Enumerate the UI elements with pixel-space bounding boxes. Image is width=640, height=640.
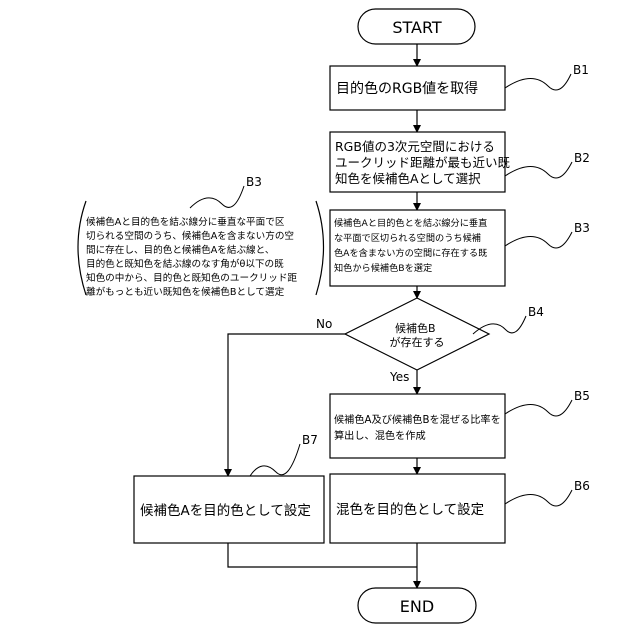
step-b3-line: 色Aを含まない方の空間に存在する既 [334, 247, 487, 259]
ref-b2: B2 [574, 151, 590, 165]
arrow-b4-b7-no [228, 334, 345, 476]
b3-note-line: 目的色と既知色を結ぶ線のなす角がθ以下の既 [86, 258, 284, 270]
end-label: END [400, 597, 434, 616]
ref-b3: B3 [574, 221, 590, 235]
leader-b2 [505, 162, 572, 178]
step-b5: 候補色A及び候補色Bを混ぜる比率を 算出し、混色を作成 [330, 394, 505, 458]
ref-b4: B4 [528, 305, 544, 319]
ref-b5: B5 [574, 389, 590, 403]
step-b2-line: ユークリッド距離が最も近い既 [335, 155, 510, 170]
step-b5-line: 算出し、混色を作成 [334, 429, 426, 442]
step-b3-line: 候補色Aと目的色とを結ぶ線分に垂直 [334, 217, 487, 229]
leader-b6 [505, 490, 572, 506]
ref-b6: B6 [574, 479, 590, 493]
arrow-b7-merge [228, 543, 417, 567]
ref-b3-note: B3 [246, 175, 262, 189]
step-b5-line: 候補色A及び候補色Bを混ぜる比率を [334, 413, 501, 426]
step-b1-text: 目的色のRGB値を取得 [336, 80, 478, 97]
step-b2-line: 知色を候補色Aとして選択 [335, 171, 481, 186]
step-b5-box [330, 394, 505, 458]
b3-note-line: 候補色Aと目的色を結ぶ線分に垂直な平面で区 [86, 216, 285, 228]
leader-b7 [250, 444, 300, 476]
b3-note-text: 候補色Aと目的色を結ぶ線分に垂直な平面で区 切られる空間のうち、候補色Aを含まな… [86, 216, 300, 298]
decision-b4-line: 候補色B [395, 321, 436, 335]
b3-note-line: 離がもっとも近い既知色を候補色Bとして選定 [86, 286, 285, 298]
leader-b1 [505, 74, 571, 90]
decision-b4-line: が存在する [390, 335, 445, 349]
b3-note-line: 切られる空間のうち、候補色Aを含まない方の空 [86, 230, 294, 242]
step-b2-line: RGB値の3次元空間における [335, 139, 495, 154]
step-b3-line: な平面で区切られる空間のうち候補 [334, 232, 481, 244]
end-terminal: END [358, 588, 476, 623]
leader-b3 [505, 232, 572, 248]
step-b7: 候補色Aを目的色として設定 [134, 476, 324, 543]
step-b6-text: 混色を目的色として設定 [336, 501, 484, 518]
step-b3: 候補色Aと目的色とを結ぶ線分に垂直 な平面で区切られる空間のうち候補 色Aを含ま… [330, 210, 505, 286]
leader-b5 [505, 400, 572, 416]
step-b7-text: 候補色Aを目的色として設定 [140, 502, 311, 519]
start-label: START [392, 18, 442, 37]
step-b2: RGB値の3次元空間における ユークリッド距離が最も近い既 知色を候補色Aとして… [330, 132, 514, 192]
b3-note: 候補色Aと目的色を結ぶ線分に垂直な平面で区 切られる空間のうち、候補色Aを含まな… [78, 201, 324, 298]
step-b3-line: 知色から候補色Bを選定 [334, 262, 432, 274]
b3-note-line: 間に存在し、目的色と候補色Aを結ぶ線と、 [86, 244, 274, 256]
ref-b1: B1 [573, 63, 589, 77]
b3-note-line: 知色の中から、目的色と既知色のユークリッド距 [86, 272, 297, 284]
note-left-bracket [78, 201, 86, 295]
yes-label: Yes [389, 370, 409, 384]
no-label: No [316, 317, 332, 331]
ref-b7: B7 [302, 433, 318, 447]
note-right-bracket [316, 201, 324, 295]
step-b6: 混色を目的色として設定 [330, 474, 505, 543]
leader-b3-note [190, 186, 244, 208]
start-terminal: START [358, 9, 475, 44]
step-b1: 目的色のRGB値を取得 [330, 66, 505, 110]
decision-b4: 候補色B が存在する [345, 298, 489, 370]
